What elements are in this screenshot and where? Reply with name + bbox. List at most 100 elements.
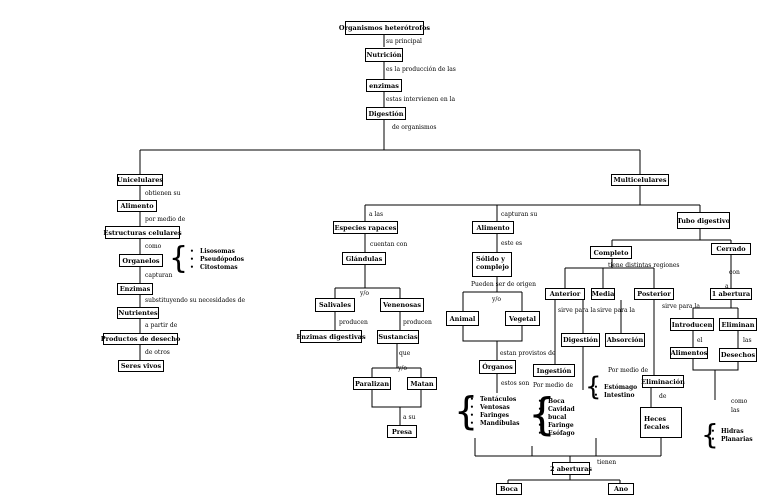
label-sirve-para-la-3: sirve para la: [662, 303, 700, 310]
label-como-cerrado: como: [731, 398, 748, 405]
node-media: Media: [591, 288, 615, 300]
node-especies-rapaces: Especies rapaces: [333, 221, 398, 234]
label-substituyendo: substituyendo su necesidades de: [145, 297, 245, 304]
node-introducen: Introducen: [670, 318, 714, 331]
label-estan-provistos: estan provistos de: [500, 350, 556, 357]
label-y-o-1: y/o: [360, 290, 370, 297]
label-las: las: [743, 337, 752, 344]
node-anterior: Anterior: [545, 288, 585, 300]
heces-line-2: fecales: [644, 422, 670, 431]
label-producen-2: producen: [403, 319, 432, 326]
node-heces-fecales: Heces fecales: [640, 407, 682, 438]
list-organelos: •Lisosomas •Pseudópodos •Citostomas: [190, 248, 244, 272]
label-de-otros: de otros: [145, 349, 170, 356]
label-de-organismos: de organismos: [392, 124, 437, 131]
brace-organos: {: [454, 389, 479, 433]
node-nutricion: Nutrición: [365, 48, 403, 62]
label-y-o-3: y/o: [492, 296, 502, 303]
label-sirve-para-la-1: sirve para la: [558, 307, 596, 314]
node-sustancias: Sustancias: [377, 330, 419, 344]
node-venenosas: Venenosas: [380, 298, 424, 312]
brace-digestion-organs: {: [585, 372, 602, 402]
node-ingestion: Ingestión: [533, 364, 575, 377]
list-item: •Ventosas: [470, 404, 510, 411]
heces-line-1: Heces: [644, 414, 667, 423]
solido-line-1: Sólido y: [476, 255, 505, 263]
label-es-la-produccion: es la producción de las: [386, 66, 456, 73]
node-animal: Animal: [446, 311, 479, 326]
label-cuentan-con: cuentan con: [370, 241, 408, 248]
node-ano: Ano: [608, 483, 634, 495]
list-digestion-organs: •Estómago •Intestino: [594, 384, 637, 400]
label-estos-son: estos son: [501, 380, 530, 387]
node-una-abertura: 1 abertura: [710, 288, 752, 300]
label-a-las: a las: [369, 211, 384, 218]
label-de: de: [659, 393, 667, 400]
node-cerrado: Cerrado: [711, 243, 751, 255]
label-el: el: [697, 337, 703, 344]
node-eliminan: Eliminan: [719, 318, 757, 331]
brace-cerrado-examples: {: [701, 418, 719, 451]
node-organelos: Organelos: [119, 254, 163, 267]
node-desechos: Desechos: [719, 348, 757, 362]
label-su-principal: su principal: [386, 38, 422, 45]
brace-ingestion: {: [528, 389, 556, 440]
list-organos: •Tentáculos •Ventosas •Faringes •Mandíbu…: [470, 396, 519, 428]
label-pueden-ser: Pueden ser de origen: [471, 281, 536, 288]
node-posterior: Posterior: [634, 288, 674, 300]
label-producen-1: producen: [339, 319, 368, 326]
label-capturan-su: capturan su: [501, 211, 538, 218]
node-salivales: Salivales: [315, 298, 355, 312]
list-cerrado-examples: •Hidras •Planarias: [711, 428, 753, 444]
label-tienen: tienen: [597, 459, 617, 466]
node-digestion: Digestión: [366, 107, 406, 120]
node-organos: Órganos: [479, 360, 516, 374]
node-paralizan: Paralizan: [353, 377, 391, 390]
label-a-su: a su: [403, 414, 416, 421]
node-tubo-digestivo: Tubo digestivo: [677, 212, 730, 229]
node-enzimas: enzimas: [366, 79, 402, 92]
list-item: •Faringes: [470, 412, 510, 419]
label-con: con: [729, 269, 740, 276]
node-presa: Presa: [387, 425, 417, 438]
solido-line-2: complejo: [476, 263, 510, 271]
node-estructuras-celulares: Estructuras celulares: [103, 226, 182, 239]
node-alimentos: Alimentos: [670, 347, 708, 359]
list-item: •Planarias: [711, 436, 753, 443]
label-tiene-distintas: tiene distintas regiones: [608, 262, 680, 269]
node-enzimas-uni: Enzimas: [117, 283, 153, 295]
list-item: •Citostomas: [190, 264, 238, 271]
node-vegetal: Vegetal: [505, 311, 540, 326]
node-boca: Boca: [496, 483, 522, 495]
list-item: •Boca: [538, 398, 565, 405]
node-unicelulares: Unicelulares: [116, 174, 164, 186]
node-multicelulares: Multicelulares: [611, 174, 669, 186]
label-por-medio-de: por medio de: [145, 216, 186, 223]
label-por-medio-de-3: Por medio de: [608, 367, 649, 374]
node-productos-desecho: Productos de desecho: [100, 333, 181, 345]
list-item: •Hidras: [711, 428, 744, 435]
node-completo: Completo: [590, 246, 632, 259]
label-por-medio-de-2: Por medio de: [533, 382, 574, 389]
list-item: •Cavidad: [538, 406, 575, 413]
label-sirve-para-la-2: sirve para la: [597, 307, 635, 314]
node-organismos-heterotrofos: Organismos heterótrofos: [339, 21, 430, 35]
node-matan: Matan: [407, 377, 437, 390]
label-capturan: capturan: [145, 272, 173, 279]
label-que: que: [399, 350, 411, 357]
label-como: como: [145, 243, 162, 250]
brace-organelos: {: [169, 241, 189, 276]
node-alimento-uni: Alimento: [117, 200, 157, 212]
list-item: •Estómago: [594, 384, 638, 391]
node-alimento-multi: Alimento: [472, 221, 514, 234]
label-este-es: este es: [501, 240, 523, 247]
node-seres-vivos: Seres vivos: [118, 360, 164, 372]
node-digestion-2: Digestión: [561, 333, 600, 347]
list-item: •Pseudópodos: [190, 256, 245, 263]
node-absorcion: Absorción: [605, 333, 645, 347]
node-nutrientes: Nutrientes: [117, 307, 159, 319]
list-item: •Tentáculos: [470, 396, 517, 403]
list-ingestion: •Boca •Cavidad bucal •Faringe •Esófago: [538, 398, 575, 438]
list-item: bucal: [548, 414, 567, 421]
